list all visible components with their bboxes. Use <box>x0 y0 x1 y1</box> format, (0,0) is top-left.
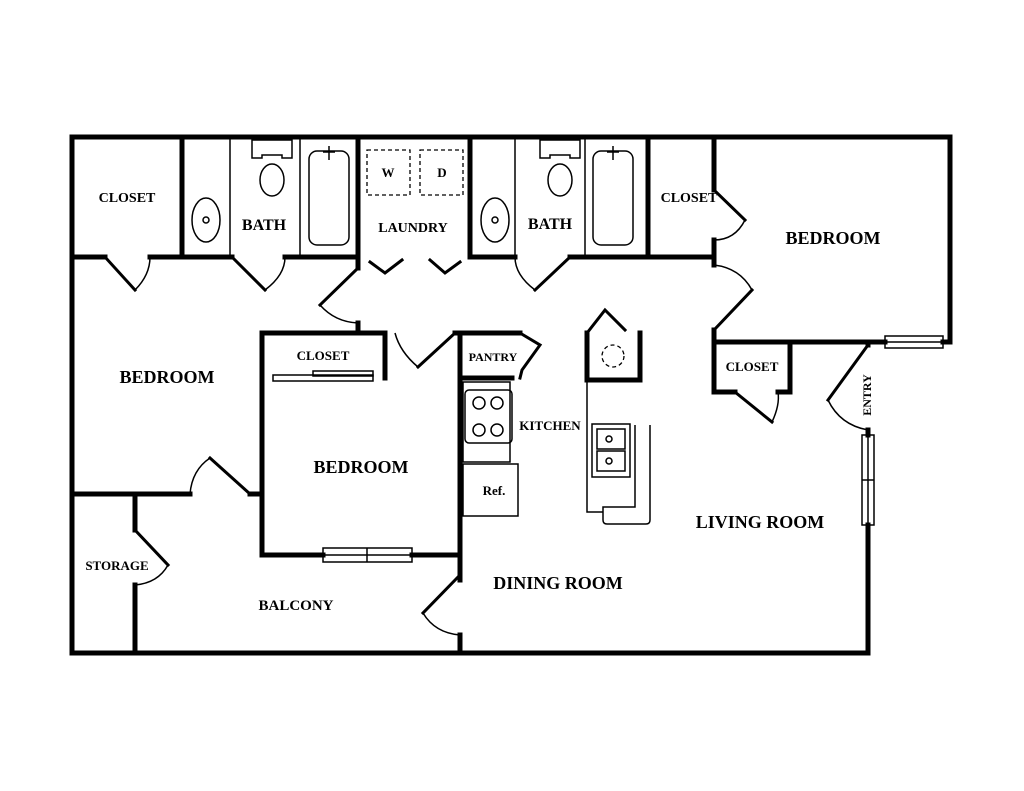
stove-icon <box>464 389 513 444</box>
label-refrigerator: Ref. <box>483 483 506 498</box>
dryer-icon <box>419 149 464 196</box>
label-bedroom: BEDROOM <box>313 457 408 477</box>
label-laundry: LAUNDRY <box>378 221 448 236</box>
interior-walls <box>69 134 888 656</box>
sink-icon <box>480 197 510 243</box>
windows <box>322 335 944 563</box>
toilet-tank-icon <box>251 139 293 159</box>
fixtures <box>191 137 651 525</box>
bathtub-icon <box>308 150 350 246</box>
doors <box>102 187 871 636</box>
label-closet: CLOSET <box>99 191 156 206</box>
toilet-icon <box>547 163 573 197</box>
water-heater-icon <box>601 344 625 368</box>
label-closet: CLOSET <box>297 348 350 363</box>
label-dining-room: DINING ROOM <box>493 573 623 593</box>
toilet-tank-icon <box>539 139 581 159</box>
label-bedroom: BEDROOM <box>119 367 214 387</box>
sink-icon <box>191 197 221 243</box>
refrigerator-icon <box>462 463 519 517</box>
label-living-room: LIVING ROOM <box>696 512 825 532</box>
label-balcony: BALCONY <box>258 598 333 614</box>
label-pantry: PANTRY <box>469 350 518 364</box>
kitchen-sink-icon <box>591 423 631 478</box>
label-dryer: D <box>437 165 446 180</box>
bathtub-icon <box>592 150 634 246</box>
label-bath: BATH <box>242 217 287 234</box>
label-entry: ENTRY <box>860 374 874 416</box>
label-bedroom: BEDROOM <box>785 228 880 248</box>
toilet-icon <box>259 163 285 197</box>
label-closet: CLOSET <box>661 191 718 206</box>
washer-icon <box>366 149 411 196</box>
label-washer: W <box>382 165 395 180</box>
room-labels: CLOSET BATH LAUNDRY W D BATH CLOSET BEDR… <box>85 165 880 614</box>
label-closet: CLOSET <box>726 359 779 374</box>
label-storage: STORAGE <box>85 558 148 573</box>
label-kitchen: KITCHEN <box>519 418 581 433</box>
label-bath: BATH <box>528 216 573 233</box>
